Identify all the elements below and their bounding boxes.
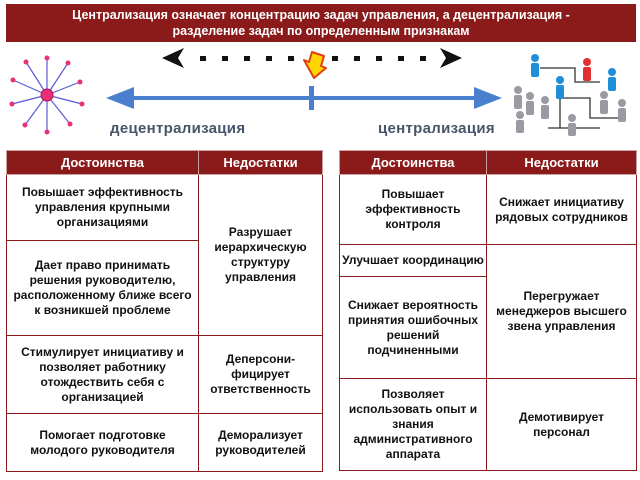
disadvantage-cell: Разрушает иерархическую структуру управл… [198,174,323,336]
table-header-row: Достоинства Недостатки [339,150,637,175]
centralization-label: централизация [378,120,495,137]
table-row: Позволяет использовать опыт и знания адм… [339,378,637,471]
table-row: Повышает эффективность управления крупны… [6,174,323,336]
advantage-cell: Стимулирует инициативу и позволяет работ… [6,335,199,414]
advantage-cell: Повышает эффективность управления крупны… [6,174,199,241]
centralization-scale-graphic [9,48,626,136]
disadvantages-header: Недостатки [198,150,323,175]
disadvantage-cell: Демотивирует персонал [486,378,637,471]
disadvantage-cell: Деморализует руководителей [198,413,323,472]
advantage-cell: Повышает эффективность контроля [339,174,487,245]
table-row: Повышает эффективность контроля Снижает … [339,174,637,245]
table-row: Улучшает координацию Перегружает менедже… [339,244,637,379]
pointer-arrow-icon [303,51,327,79]
table-row: Помогает подготовке молодого руководител… [6,413,323,472]
disadvantage-cell: Снижает инициативу рядовых сотрудников [486,174,637,245]
advantage-cell: Помогает подготовке молодого руководител… [6,413,199,472]
advantage-cell: Снижает вероятность принятия ошибочных р… [339,276,487,379]
disadvantage-cell: Деперсони-фицирует ответственность [198,335,323,414]
slide-title: Централизация означает концентрацию зада… [6,4,636,42]
network-icon [9,55,85,135]
advantage-cell: Улучшает координацию [339,244,487,277]
dotted-double-arrow [162,48,462,68]
hierarchy-people-icon [514,54,626,136]
title-line-2: разделение задач по определенным признак… [172,24,470,38]
decentralization-table: Достоинства Недостатки Повышает эффектив… [6,150,323,472]
advantage-cell: Дает право принимать решения руководител… [6,240,199,336]
advantage-cell: Позволяет использовать опыт и знания адм… [339,378,487,471]
scale-arrow [106,86,502,110]
advantages-header: Достоинства [339,150,487,175]
advantages-header: Достоинства [6,150,199,175]
table-row: Снижает вероятность принятия ошибочных р… [339,276,637,379]
disadvantage-cell: Перегружает менеджеров высшего звена упр… [486,244,637,379]
table-row: Стимулирует инициативу и позволяет работ… [6,335,323,414]
title-line-1: Централизация означает концентрацию зада… [72,8,570,22]
decentralization-label: децентрализация [110,120,246,137]
centralization-table: Достоинства Недостатки Повышает эффектив… [339,150,637,471]
table-header-row: Достоинства Недостатки [6,150,323,175]
disadvantages-header: Недостатки [486,150,637,175]
table-row: Дает право принимать решения руководител… [6,240,323,336]
